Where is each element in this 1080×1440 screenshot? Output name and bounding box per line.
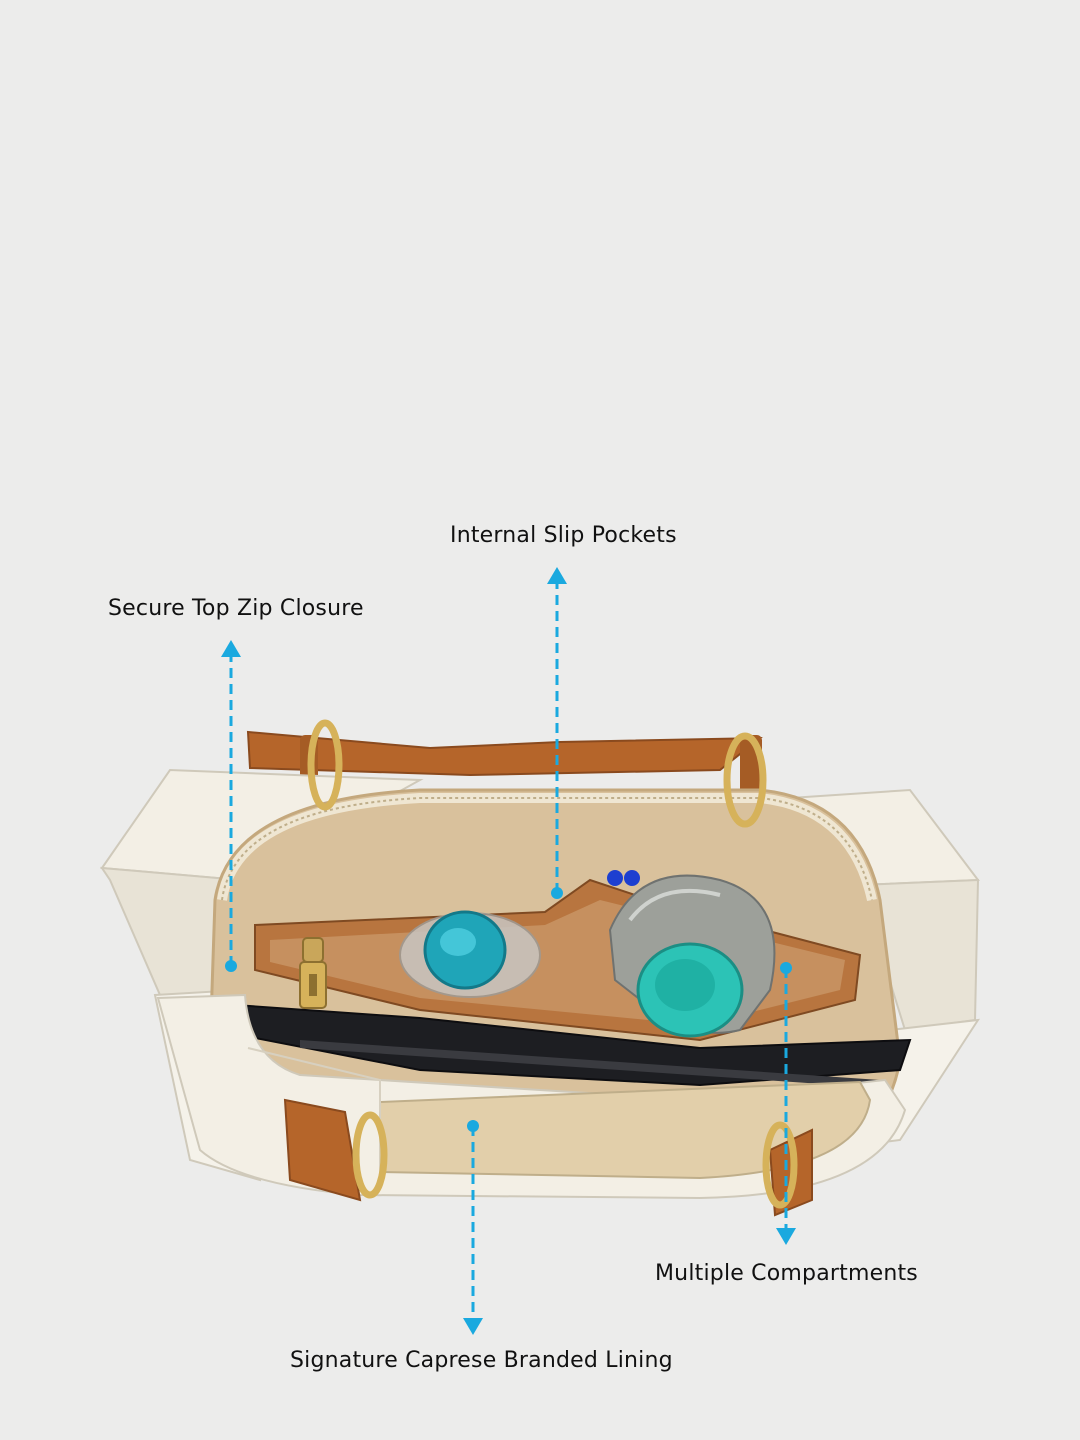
back-strap bbox=[246, 730, 763, 805]
callout-label-zip-closure: Secure Top Zip Closure bbox=[108, 596, 364, 621]
callout-compartments-arrow bbox=[776, 962, 796, 1245]
callout-label-branded-lining: Signature Caprese Branded Lining bbox=[290, 1348, 673, 1373]
callout-slip-arrow bbox=[547, 567, 567, 899]
zip-puller bbox=[299, 937, 327, 1009]
callout-lining-arrow bbox=[463, 1120, 483, 1335]
callout-zip-arrow bbox=[221, 640, 241, 972]
small-water-bottle bbox=[399, 910, 541, 998]
callout-label-compartments: Multiple Compartments bbox=[655, 1261, 918, 1286]
callout-label-slip-pockets: Internal Slip Pockets bbox=[450, 523, 677, 548]
large-water-bottle bbox=[607, 870, 776, 1038]
laptop-compartment bbox=[233, 1003, 912, 1088]
gold-rings bbox=[307, 719, 798, 1209]
